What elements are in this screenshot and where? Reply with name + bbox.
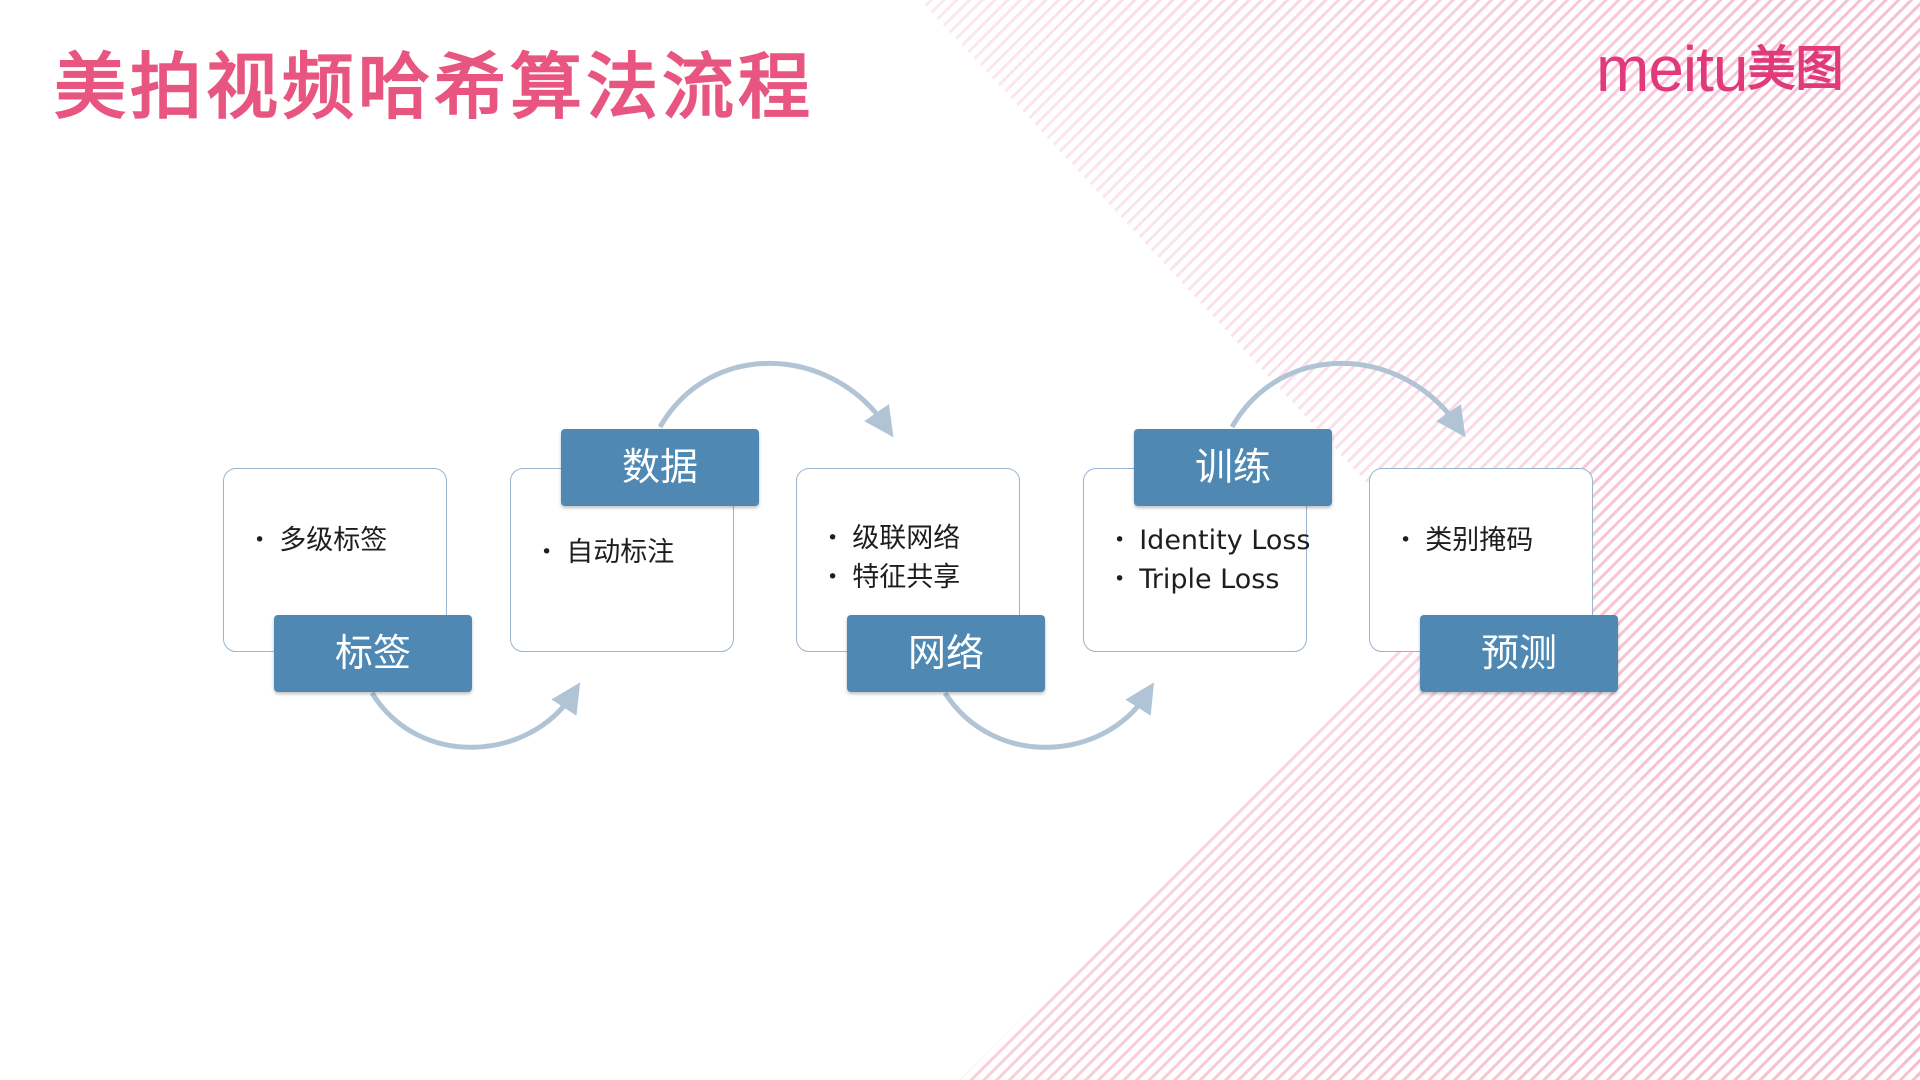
bullet-item: 多级标签 — [254, 521, 387, 560]
step-3-bullets: 级联网络 特征共享 — [827, 519, 960, 597]
step-4-bullets: Identity Loss Triple Loss — [1114, 521, 1311, 599]
step-label-3: 网络 — [847, 615, 1045, 692]
bullet-item: 级联网络 — [827, 519, 960, 558]
bullet-item: Triple Loss — [1114, 560, 1311, 599]
bullet-item: 类别掩码 — [1400, 521, 1533, 560]
logo-mark: 美图 — [1747, 41, 1844, 97]
step-1-bullets: 多级标签 — [254, 521, 387, 560]
bullet-item: Identity Loss — [1114, 521, 1310, 560]
step-5-bullets: 类别掩码 — [1400, 521, 1533, 560]
step-label-2: 数据 — [561, 429, 759, 506]
arrow-2-to-3 — [657, 360, 894, 438]
step-2-bullets: 自动标注 — [541, 533, 674, 572]
bullet-item: 特征共享 — [827, 558, 960, 597]
logo-wordmark: meitu — [1596, 33, 1748, 105]
arrow-3-to-4 — [942, 682, 1155, 750]
bullet-item: 自动标注 — [541, 533, 674, 572]
meitu-logo: meitu 美图 — [1596, 34, 1844, 104]
arrow-4-to-5 — [1229, 360, 1466, 438]
step-label-4: 训练 — [1134, 429, 1332, 506]
step-label-1: 标签 — [274, 615, 472, 692]
page-title: 美拍视频哈希算法流程 — [54, 45, 815, 129]
step-label-5: 预测 — [1420, 615, 1618, 692]
arrow-1-to-2 — [369, 682, 581, 750]
